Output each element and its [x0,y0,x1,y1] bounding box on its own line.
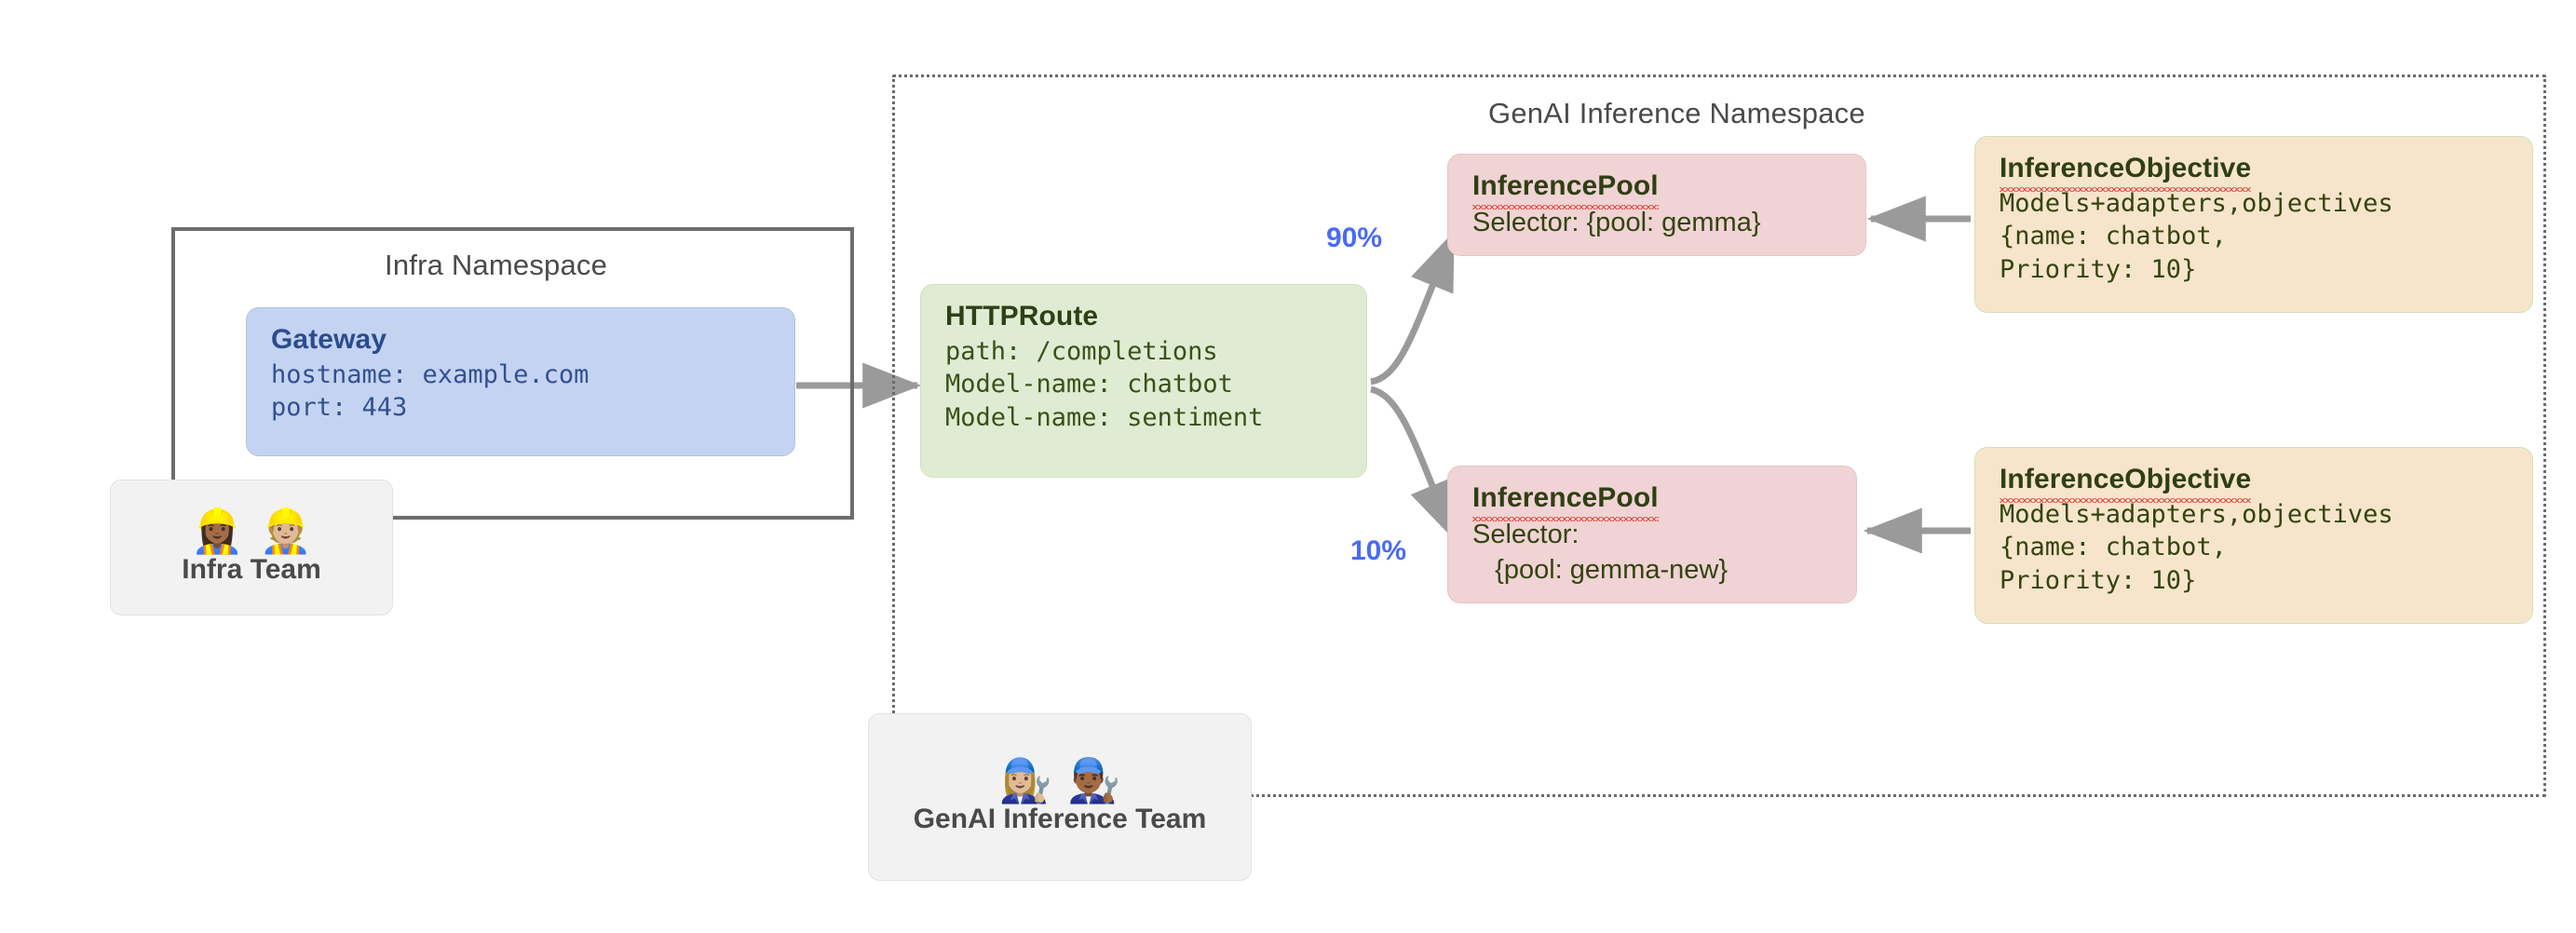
inferenceobjective-priority-bottom: Priority: 10} [2000,565,2197,595]
httproute-title: HTTPRoute [945,301,1099,331]
infra-namespace-title: Infra Namespace [385,249,608,281]
weight-label-90: 90% [1326,223,1383,253]
weight-label-10: 10% [1350,535,1407,566]
inferenceobjective-title-bottom: InferenceObjective [2000,461,2252,503]
genai-inference-namespace-title: GenAI Inference Namespace [1488,97,1865,129]
inferenceobjective-models-bottom: Models+adapters,objectives [2000,499,2393,529]
infra-namespace-boundary [171,227,854,520]
gateway-title: Gateway [271,324,387,355]
inferencepool-selector-label-gemma-new: Selector: [1472,519,1579,549]
infra-team-avatars: 👷🏾‍♀️👷🏼 [190,507,328,555]
genai-inference-team-badge[interactable]: 👩🏼‍🔧👨🏾‍🔧 GenAI Inference Team [868,713,1252,881]
httproute-path: path: /completions [945,336,1218,366]
genai-inference-team-avatars: 👩🏼‍🔧👨🏾‍🔧 [998,756,1136,805]
httproute-model-name-chatbot: Model-name: chatbot [945,370,1233,399]
inferenceobjective-card-bottom[interactable]: InferenceObjective Models+adapters,objec… [1974,447,2533,624]
httproute-model-name-sentiment: Model-name: sentiment [945,402,1264,432]
inferencepool-selector-gemma: Selector: {pool: gemma} [1472,207,1761,237]
inferenceobjective-models-top: Models+adapters,objectives [2000,188,2393,218]
gateway-card[interactable]: Gateway hostname: example.com port: 443 [246,307,795,456]
inferenceobjective-priority-top: Priority: 10} [2000,254,2197,284]
gateway-port: port: 443 [271,393,408,423]
httproute-card[interactable]: HTTPRoute path: /completions Model-name:… [920,284,1367,478]
inferencepool-title-gemma-new: InferencePool [1472,480,1659,521]
inferencepool-card-gemma[interactable]: InferencePool Selector: {pool: gemma} [1447,154,1866,256]
inferenceobjective-card-top[interactable]: InferenceObjective Models+adapters,objec… [1974,136,2533,313]
inferencepool-selector-value-gemma-new: {pool: gemma-new} [1472,554,1729,585]
inferencepool-title-gemma: InferencePool [1472,168,1659,210]
inferenceobjective-title-top: InferenceObjective [2000,150,2252,192]
inferenceobjective-name-bottom: {name: chatbot, [2000,533,2227,562]
inferencepool-card-gemma-new[interactable]: InferencePool Selector: {pool: gemma-new… [1447,466,1857,603]
infra-team-badge[interactable]: 👷🏾‍♀️👷🏼 Infra Team [110,480,393,615]
genai-inference-namespace-boundary [892,74,2546,797]
edge-httproute-to-pool-1 [1370,231,1457,385]
genai-inference-team-label: GenAI Inference Team [913,804,1207,834]
infra-team-label: Infra Team [182,554,321,585]
gateway-hostname: hostname: example.com [271,359,590,389]
edge-httproute-to-pool-2 [1370,385,1457,540]
inferenceobjective-name-top: {name: chatbot, [2000,222,2227,251]
